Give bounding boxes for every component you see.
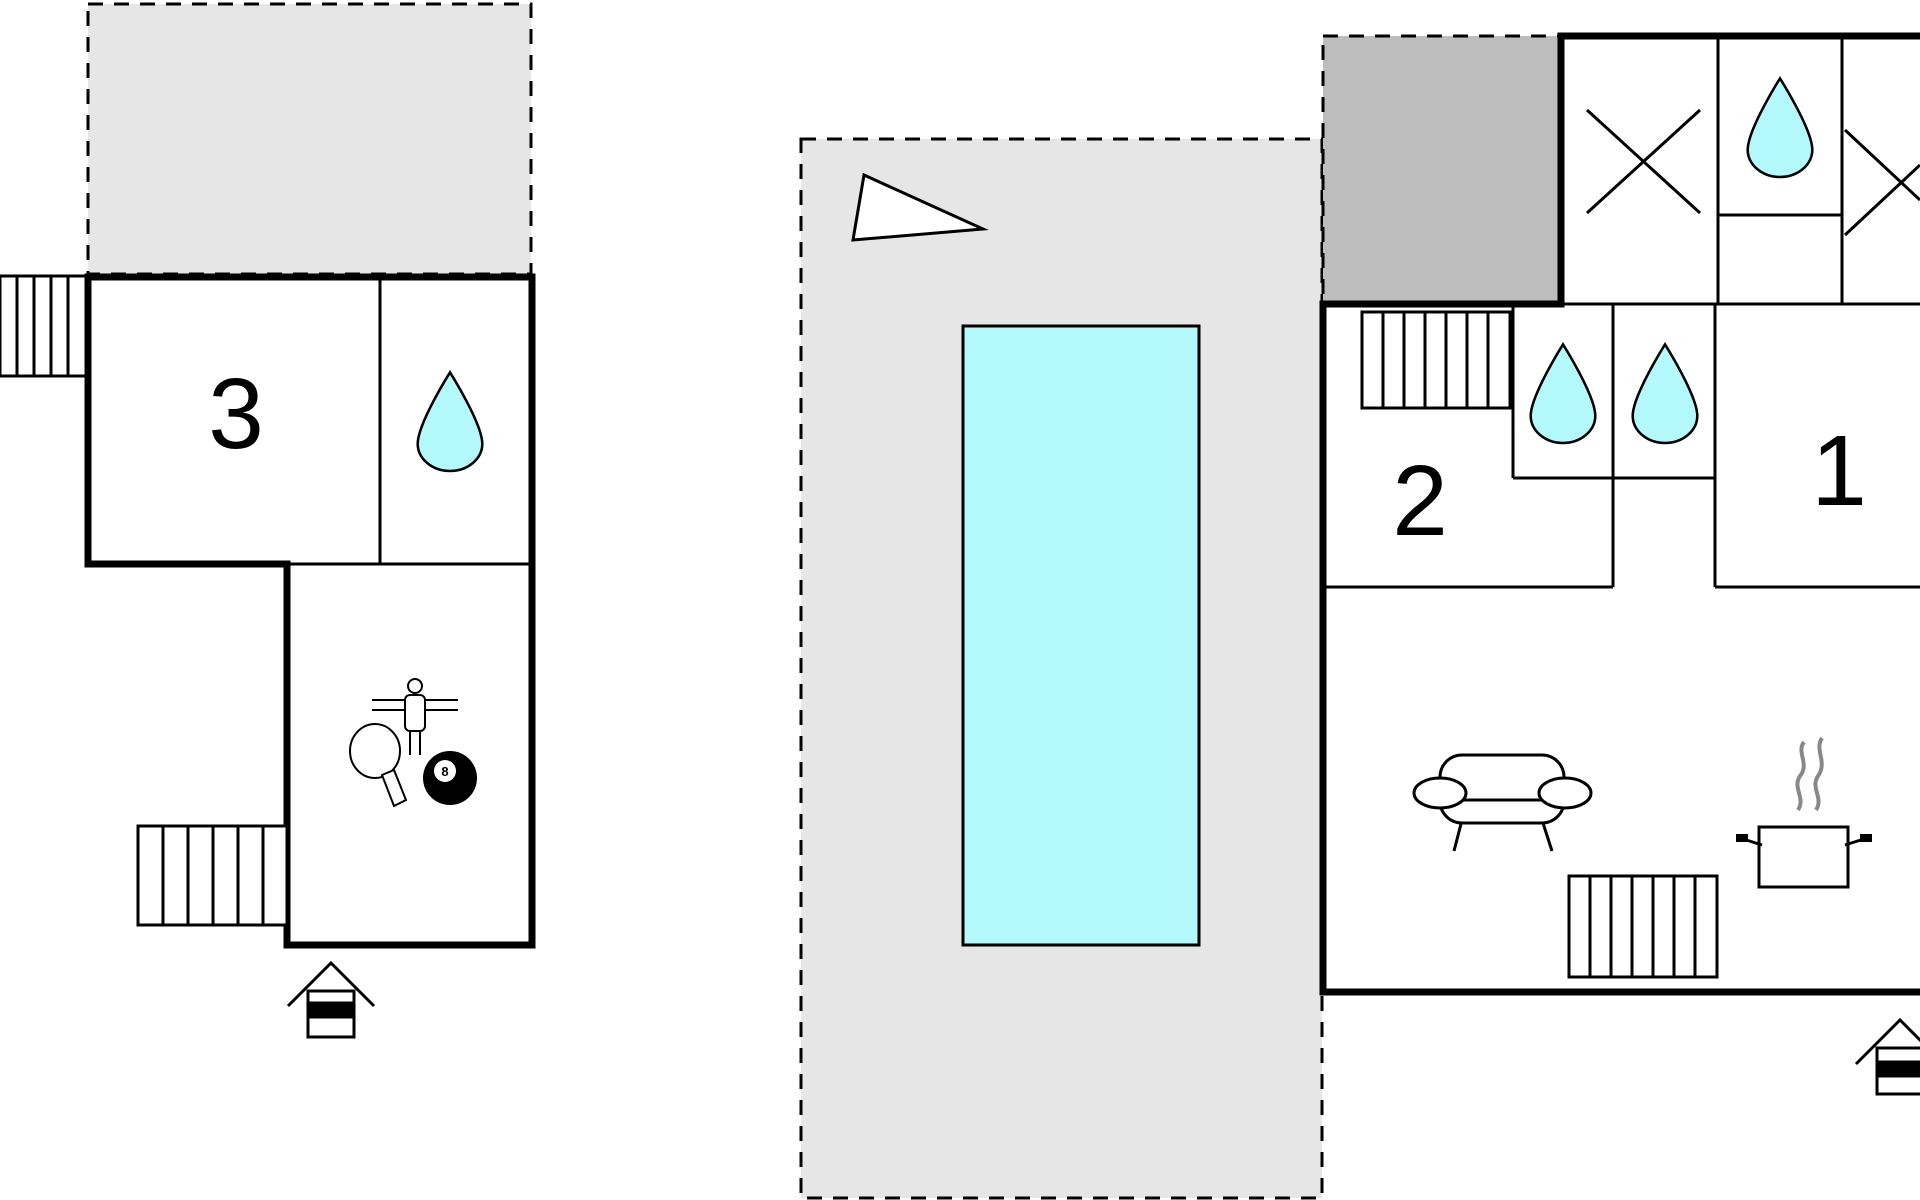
terrace-left [86, 2, 533, 276]
room-1: 1 [1811, 415, 1867, 527]
sofa-icon [1412, 753, 1593, 852]
stairs-icon [136, 824, 289, 927]
entrance-icon [286, 960, 376, 1039]
cooking-pot-icon [1736, 736, 1872, 889]
billiard-8-ball-icon: 8 [423, 751, 477, 805]
entrance-icon [1854, 1017, 1920, 1096]
water-drop-icon [1746, 76, 1814, 179]
stairs-icon [1567, 874, 1719, 979]
water-drop-icon [1631, 342, 1699, 445]
table-football-icon [372, 678, 458, 755]
room-1-number: 1 [1811, 415, 1867, 527]
room-2: 2 [1392, 445, 1448, 557]
stairs-icon [1360, 310, 1512, 410]
pool-icon [961, 324, 1201, 947]
cross-icon [1585, 108, 1702, 215]
svg-text:8: 8 [441, 764, 448, 779]
water-drop-icon [416, 370, 484, 473]
building-right-walls [1319, 32, 1920, 996]
room-3: 3 [208, 358, 264, 470]
water-drop-icon [1529, 342, 1597, 445]
room-2-number: 2 [1392, 445, 1448, 557]
triangle-marker-icon [851, 172, 989, 242]
covered-terrace [1321, 34, 1563, 306]
table-tennis-icon [349, 723, 408, 808]
cross-icon [1843, 128, 1920, 237]
building-left-walls [84, 273, 536, 949]
stairs-icon [0, 274, 90, 378]
room-3-number: 3 [208, 358, 264, 470]
